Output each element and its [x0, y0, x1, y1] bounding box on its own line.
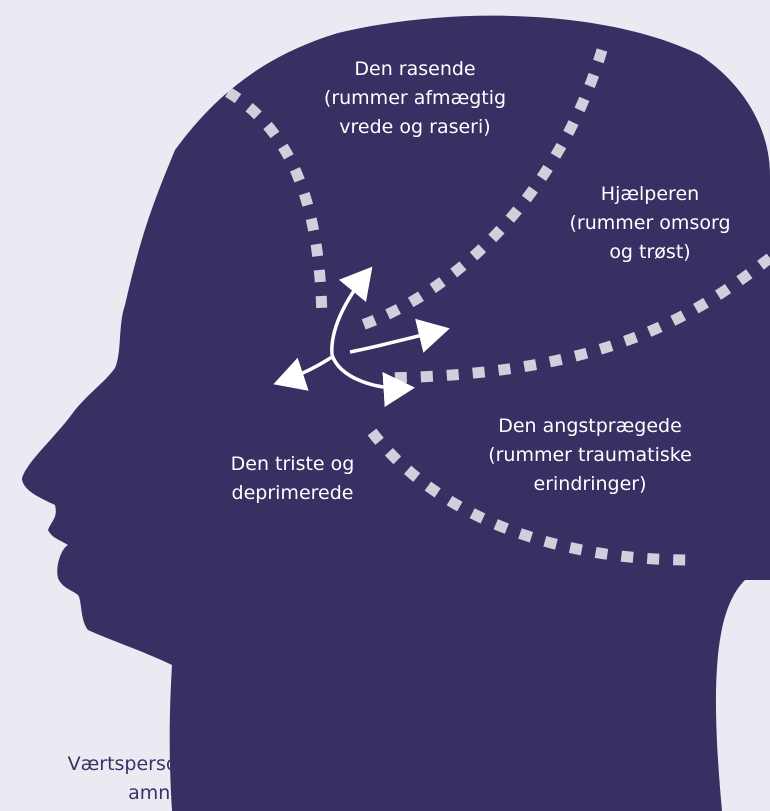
label-hjaelperen-line2: (rummer omsorg — [569, 212, 731, 234]
label-angst-line2: (rummer traumatiske — [488, 444, 692, 466]
label-hjaelperen-line3: og trøst) — [609, 241, 691, 263]
label-triste: Den triste og deprimerede — [200, 450, 385, 508]
label-hjaelperen: Hjælperen (rummer omsorg og trøst) — [545, 180, 755, 267]
label-triste-line1: Den triste og — [230, 453, 355, 475]
head-silhouette — [22, 15, 770, 811]
divider-lines — [225, 48, 770, 566]
label-rasende-line2: (rummer afmægtig — [323, 87, 507, 109]
arrow-up — [330, 266, 373, 356]
label-triste-line2: deprimerede — [231, 482, 354, 504]
label-hjaelperen-line1: Hjælperen — [600, 183, 700, 205]
label-host: Værtspersonligheden med amnesi for de an… — [0, 750, 320, 808]
label-angst-line3: erindringer) — [533, 473, 647, 495]
label-rasende-line1: Den rasende — [354, 58, 476, 80]
label-angst-line1: Den angstprægede — [498, 415, 682, 437]
label-host-line1: Værtspersonligheden med — [67, 753, 320, 775]
label-angst: Den angstprægede (rummer traumatiske eri… — [460, 412, 720, 499]
divider-hjaelperen — [381, 253, 770, 384]
divider-rasende-right — [360, 48, 608, 331]
arrow-left — [273, 355, 333, 391]
arrow-right — [349, 318, 450, 354]
label-rasende: Den rasende (rummer afmægtig vrede og ra… — [310, 55, 520, 142]
divider-rasende-left — [225, 87, 328, 321]
arrow-down — [330, 354, 415, 407]
label-host-line2: amnesi for de andre — [128, 782, 320, 804]
label-rasende-line3: vrede og raseri) — [339, 116, 491, 138]
arrows — [273, 266, 450, 407]
